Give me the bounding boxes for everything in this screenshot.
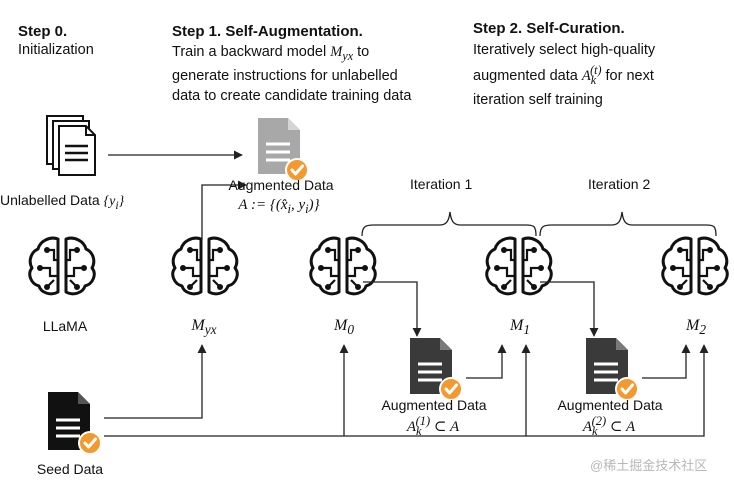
step2-desc: Iteratively select high-quality augmente…: [473, 42, 656, 108]
aug1-label: Augmented Data: [381, 397, 487, 413]
m1-label: M1: [510, 317, 530, 338]
watermark: @稀土掘金技术社区: [590, 458, 708, 473]
augmented-doc-2-icon: [586, 338, 628, 394]
iteration-2-brace: [539, 211, 717, 237]
augmented-data-label: Augmented Data: [228, 177, 334, 193]
myx-label: Myx: [191, 317, 217, 338]
iteration-2-label: Iteration 2: [588, 176, 651, 192]
m2-label: M2: [686, 317, 706, 338]
seed-doc-icon: [48, 392, 90, 450]
brain-circuit-icon: [28, 236, 96, 296]
llama-label: LLaMA: [42, 318, 88, 334]
step1-title: Step 1. Self-Augmentation.: [172, 23, 363, 40]
aug1-formula: Ak(1) ⊂ A: [406, 414, 460, 438]
m0-label: M0: [334, 317, 354, 338]
augmented-doc-1-icon: [410, 338, 452, 394]
brain-circuit-icon: [485, 236, 553, 296]
brain-circuit-icon: [309, 236, 377, 296]
augmented-formula: A := {(x̂i, yi)}: [238, 197, 320, 216]
seed-data-label: Seed Data: [36, 461, 104, 477]
iteration-1-brace: [361, 211, 537, 237]
unlabelled-data-label: Unlabelled Data {yi}: [0, 192, 125, 212]
unlabelled-docs-icon: [46, 115, 96, 176]
aug2-label: Augmented Data: [557, 397, 663, 413]
flow-arrows: [104, 150, 709, 437]
step2-title: Step 2. Self-Curation.: [473, 20, 625, 37]
aug2-formula: Ak(2) ⊂ A: [582, 414, 636, 438]
brain-circuit-icon: [661, 236, 729, 296]
step1-desc: Train a backward model Myx to generate i…: [172, 44, 412, 104]
step0-desc: Initialization: [18, 42, 94, 58]
step0-title: Step 0.: [18, 23, 68, 40]
brain-circuit-icon: [171, 236, 239, 296]
check-badge-icon: [77, 430, 103, 456]
iteration-1-label: Iteration 1: [410, 176, 473, 192]
augmented-doc-icon: [258, 118, 300, 174]
